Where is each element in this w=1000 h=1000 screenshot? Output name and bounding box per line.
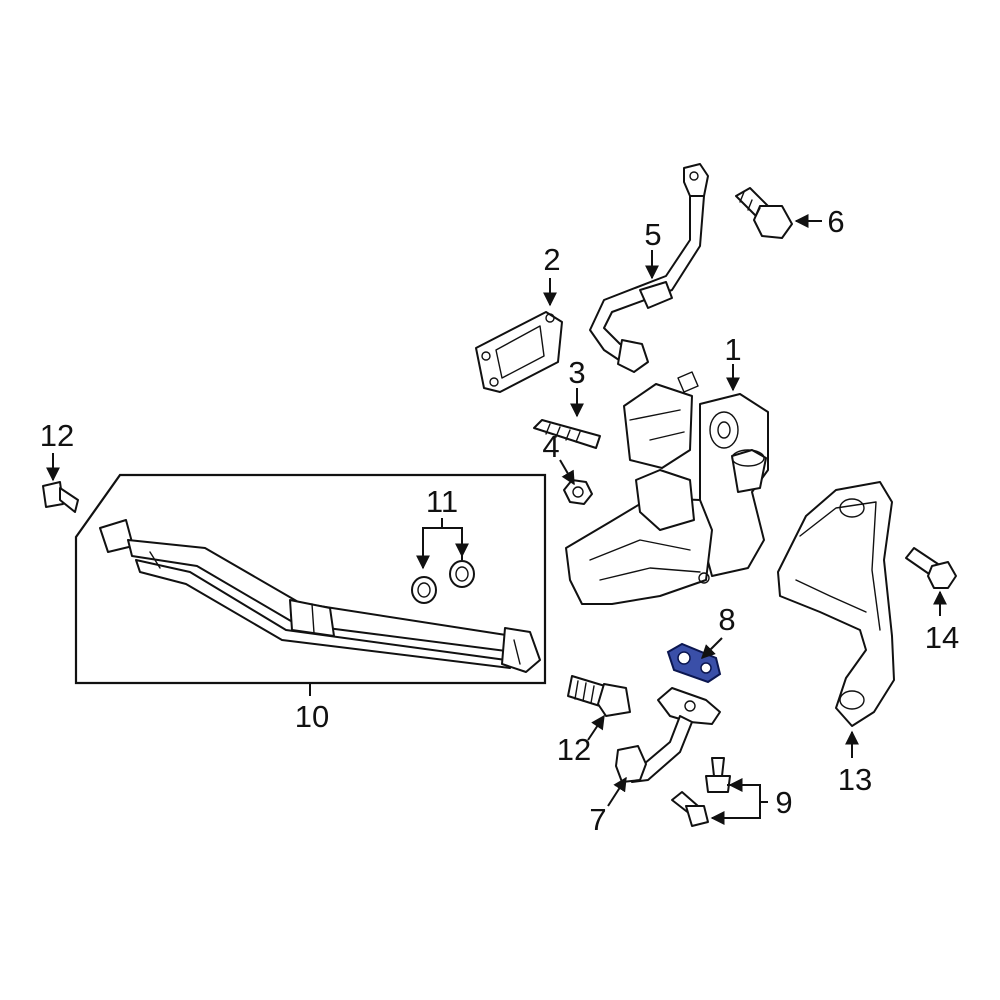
part-12-bolt-lower[interactable] [567,675,631,717]
callout-1: 1 [724,332,741,367]
callout-4: 4 [542,429,559,464]
callout-labels: 1 2 3 4 5 6 7 8 9 10 11 12 12 13 14 [40,204,959,837]
part-12-bolt-left[interactable] [42,481,79,513]
callout-3: 3 [568,355,585,390]
callout-12-lower: 12 [557,732,591,767]
callout-6: 6 [827,204,844,239]
callout-5: 5 [644,217,661,252]
callout-11: 11 [426,484,458,519]
part-10-oil-line[interactable] [99,519,541,673]
part-13-heat-shield[interactable] [777,481,895,727]
callout-8: 8 [718,602,735,637]
callout-14: 14 [925,620,959,655]
part-9-bolts[interactable] [671,757,731,827]
part-3-stud[interactable] [533,419,601,449]
part-10-group-box [74,473,547,685]
part-5-oil-feed-line[interactable] [589,163,709,373]
part-6-bolt[interactable] [735,187,793,239]
callout-10: 10 [295,699,329,734]
part-4-nut[interactable] [563,479,593,505]
callout-13: 13 [838,762,872,797]
part-2-gasket[interactable] [475,311,563,393]
part-14-bolt[interactable] [905,547,957,589]
callout-9: 9 [775,785,792,820]
callout-12-left: 12 [40,418,74,453]
part-7-oil-return-pipe[interactable] [615,687,721,783]
callout-2: 2 [543,242,560,277]
part-8-gasket-highlighted[interactable] [666,642,722,684]
part-11-washers[interactable] [411,560,475,604]
leader-lines [46,214,947,825]
callout-7: 7 [589,802,606,837]
part-1-turbocharger[interactable] [565,371,769,605]
